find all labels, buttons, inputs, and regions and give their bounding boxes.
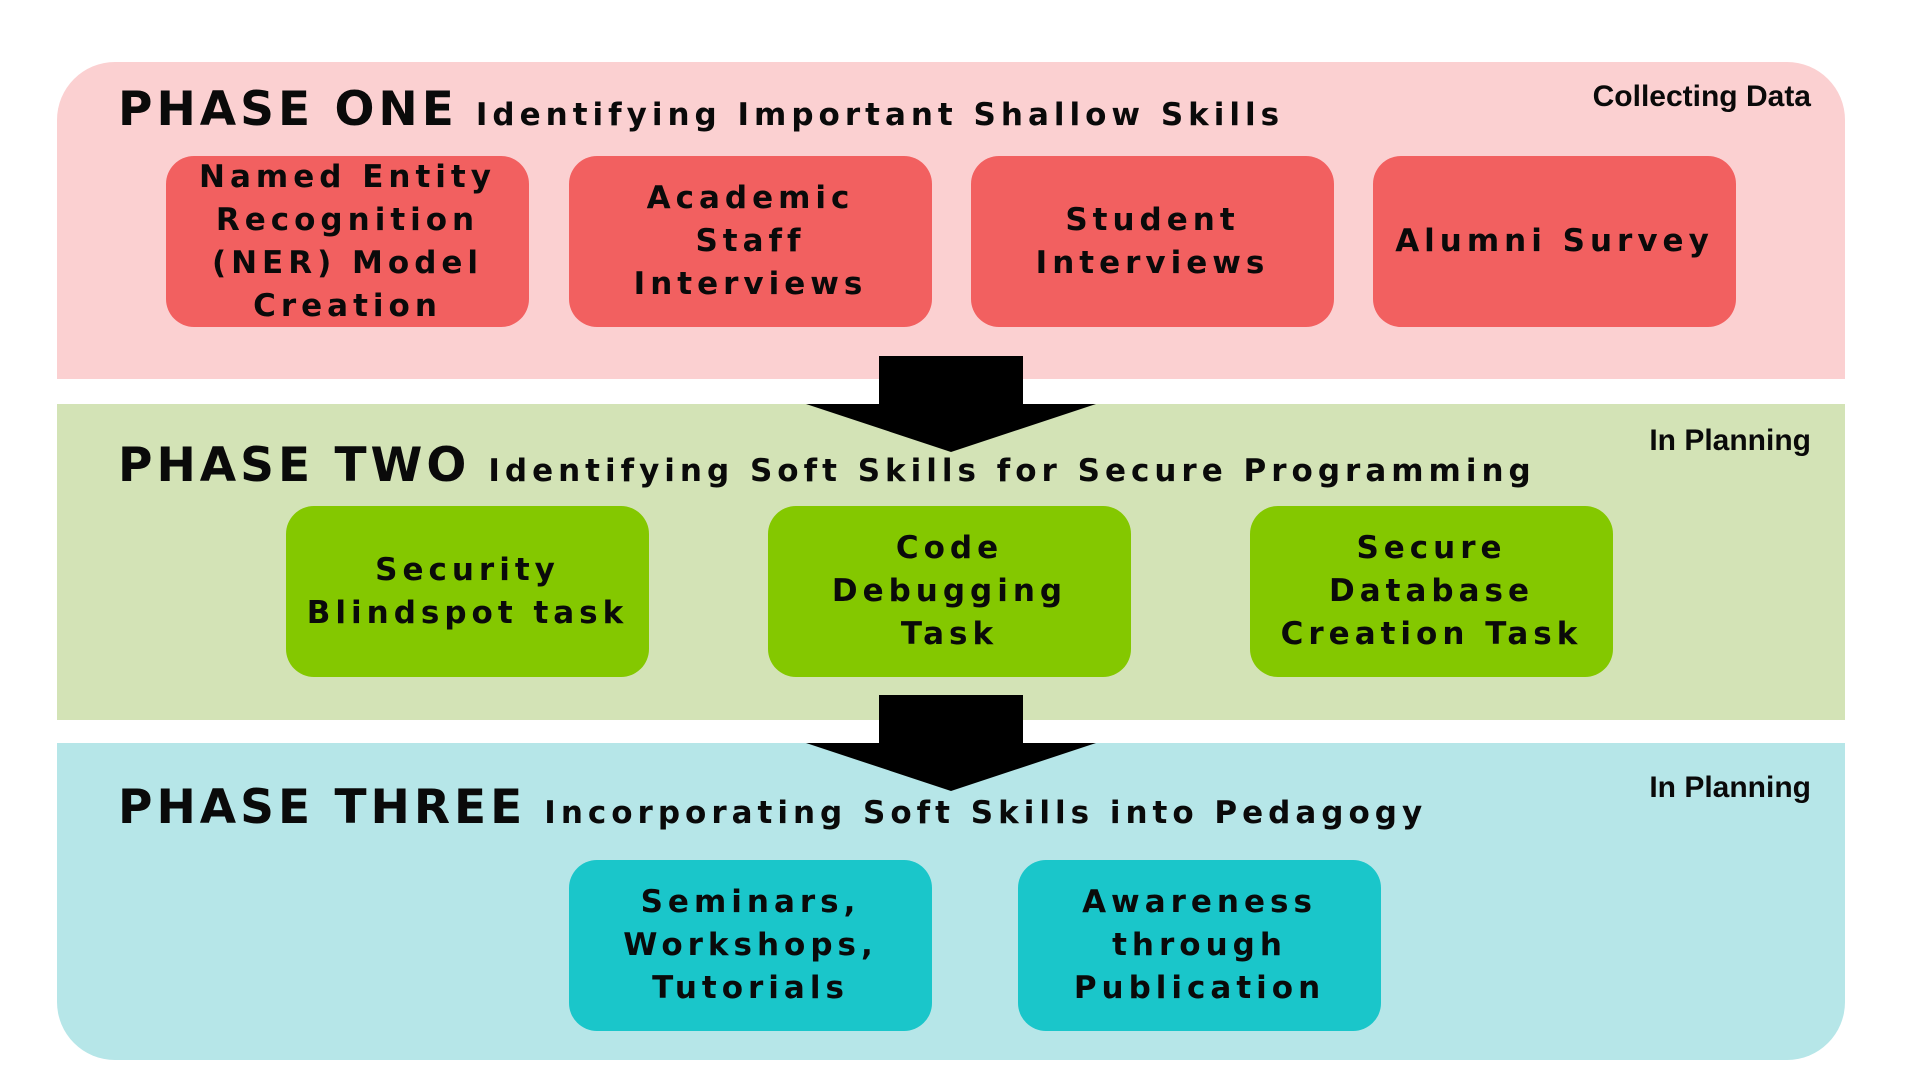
task-student-interviews: Student Interviews xyxy=(971,156,1334,327)
task-label: Student Interviews xyxy=(1035,201,1270,281)
phase-one-title: PHASE ONE xyxy=(118,82,458,137)
phase-two-heading: PHASE TWO Identifying Soft Skills for Sec… xyxy=(118,438,1536,493)
task-awareness-through-publication: Awareness through Publication xyxy=(1018,860,1381,1031)
phase-three-status: In Planning xyxy=(1649,771,1811,804)
phase-three-title: PHASE THREE xyxy=(118,780,527,835)
task-label: Secure Database Creation Task xyxy=(1280,530,1583,652)
task-ner-model-creation: Named Entity Recognition (NER) Model Cre… xyxy=(166,156,529,327)
phase-two-subtitle: Identifying Soft Skills for Secure Progr… xyxy=(488,453,1536,489)
phase-one-status: Collecting Data xyxy=(1592,80,1811,113)
task-label: Security Blindspot task xyxy=(306,551,629,631)
phase-three-subtitle: Incorporating Soft Skills into Pedagogy xyxy=(544,795,1428,831)
phase-two-title: PHASE TWO xyxy=(118,438,471,493)
phase-three-heading: PHASE THREE Incorporating Soft Skills int… xyxy=(118,780,1427,835)
task-secure-database-creation: Secure Database Creation Task xyxy=(1250,506,1613,677)
task-code-debugging: Code Debugging Task xyxy=(768,506,1131,677)
task-label: Code Debugging Task xyxy=(831,530,1068,652)
task-security-blindspot: Security Blindspot task xyxy=(286,506,649,677)
phase-two-status: In Planning xyxy=(1649,424,1811,457)
task-label: Awareness through Publication xyxy=(1073,884,1326,1006)
task-label: Seminars, Workshops, Tutorials xyxy=(623,884,878,1006)
phase-two-band: PHASE TWO Identifying Soft Skills for Sec… xyxy=(57,404,1845,720)
phase-one-band: PHASE ONE Identifying Important Shallow S… xyxy=(57,62,1845,379)
task-seminars-workshops-tutorials: Seminars, Workshops, Tutorials xyxy=(569,860,932,1031)
task-label: Academic Staff Interviews xyxy=(633,180,868,302)
task-label: Named Entity Recognition (NER) Model Cre… xyxy=(199,158,496,324)
phase-one-heading: PHASE ONE Identifying Important Shallow S… xyxy=(118,82,1284,137)
task-alumni-survey: Alumni Survey xyxy=(1373,156,1736,327)
task-label: Alumni Survey xyxy=(1395,223,1714,259)
phase-one-subtitle: Identifying Important Shallow Skills xyxy=(475,97,1285,133)
task-academic-staff-interviews: Academic Staff Interviews xyxy=(569,156,932,327)
phase-three-band: PHASE THREE Incorporating Soft Skills int… xyxy=(57,743,1845,1060)
down-arrow-icon xyxy=(806,356,1096,452)
down-arrow-icon xyxy=(806,695,1096,791)
